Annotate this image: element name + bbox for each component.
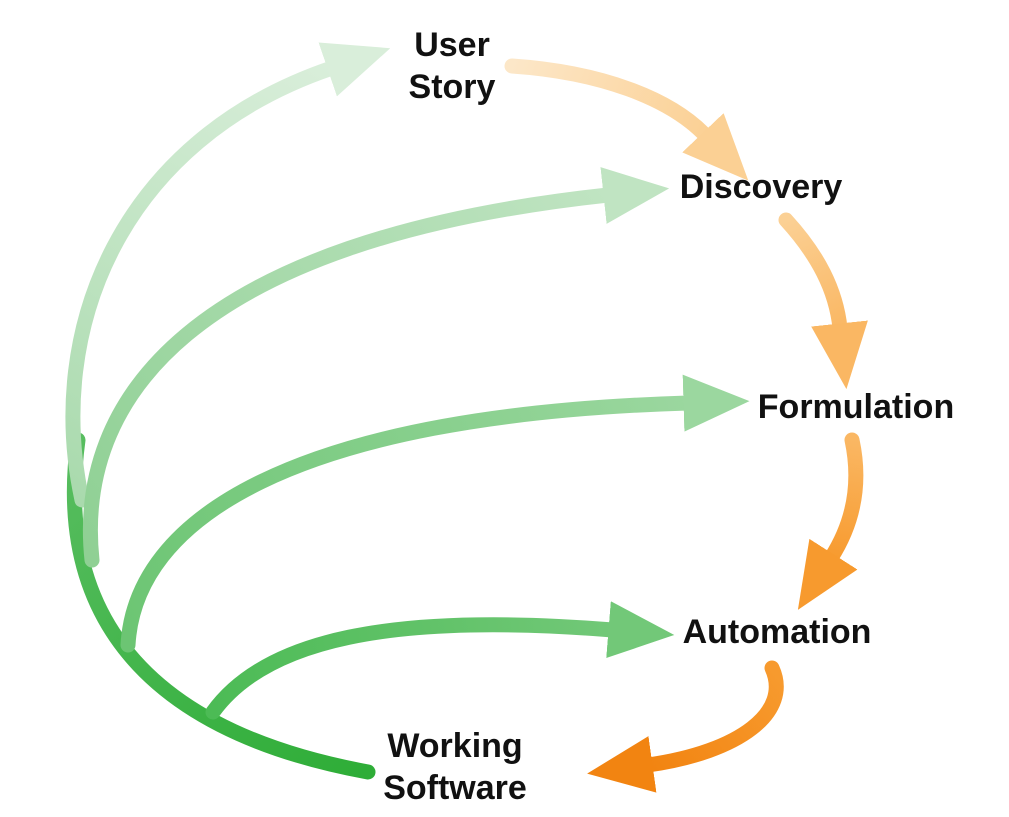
feedback-arrow-automation <box>205 601 675 720</box>
forward-arrow-discovery-formulation <box>778 212 868 390</box>
forward-arrow-user-story-discovery <box>504 58 749 181</box>
forward-arrow-formulation-automation <box>797 432 864 610</box>
node-label-automation: Automation <box>682 613 872 651</box>
node-label-discovery: Discovery <box>679 168 843 206</box>
node-label-formulation: Formulation <box>757 388 955 426</box>
node-label-working-software: Working Software <box>383 727 527 807</box>
feedback-arrow-working-software <box>67 432 376 780</box>
node-label-user-story: User Story <box>408 26 496 106</box>
forward-arrow-automation-working-software <box>587 660 784 793</box>
feedback-arrow-discovery <box>82 167 670 568</box>
feedback-arrow-formulation <box>120 374 750 653</box>
feedback-arrow-user-story <box>65 42 391 508</box>
